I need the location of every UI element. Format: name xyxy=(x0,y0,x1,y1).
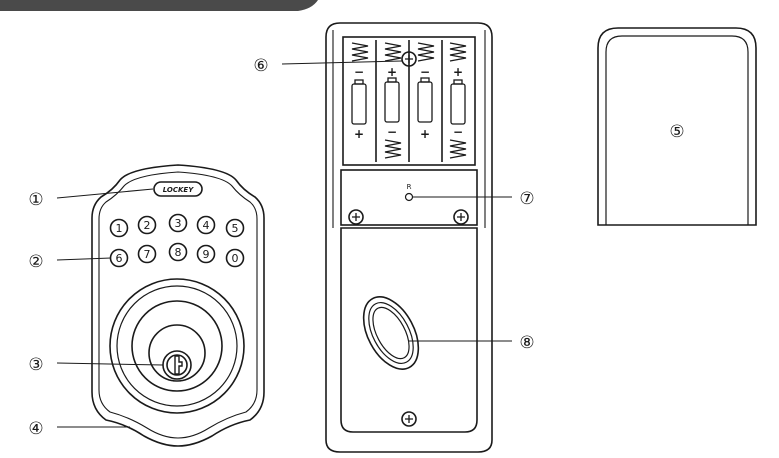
polarity-plus: + xyxy=(354,127,364,141)
key-7[interactable]: 7 xyxy=(144,248,151,261)
cylinder-ring-inner xyxy=(131,300,223,392)
spring-icon xyxy=(417,42,435,62)
key-circle[interactable] xyxy=(168,242,188,262)
batteries xyxy=(351,77,466,125)
battery-cover-screw xyxy=(401,51,417,67)
key-circle[interactable] xyxy=(137,244,157,264)
key-4[interactable]: 4 xyxy=(203,219,210,232)
springs-top xyxy=(351,42,467,62)
key-circle[interactable] xyxy=(137,215,157,235)
keyway-icon xyxy=(174,355,183,375)
callout-line-6 xyxy=(281,60,403,65)
polarity-plus: + xyxy=(453,65,463,79)
key-3[interactable]: 3 xyxy=(175,217,182,230)
key-circle[interactable] xyxy=(225,248,245,268)
key-8[interactable]: 8 xyxy=(175,246,182,259)
mounting-screw-left xyxy=(348,209,364,225)
springs-bottom xyxy=(384,139,467,159)
key-6[interactable]: 6 xyxy=(116,252,123,265)
polarity-minus: − xyxy=(354,65,364,79)
battery xyxy=(384,81,400,123)
battery-cap xyxy=(420,77,430,83)
spring-icon xyxy=(351,42,369,62)
front-panel: LOCKEY 1 2 3 4 5 6 7 8 9 0 xyxy=(91,164,265,447)
top-banner xyxy=(0,0,318,11)
polarity-plus: + xyxy=(420,127,430,141)
callout-line-2 xyxy=(56,257,112,261)
key-5[interactable]: 5 xyxy=(232,222,239,235)
polarity-minus: − xyxy=(387,125,397,139)
keypad-row-2: 6 7 8 9 0 xyxy=(109,242,245,268)
polarity-minus: − xyxy=(420,65,430,79)
callout-leaders xyxy=(56,60,512,428)
screw-cross-icon xyxy=(352,213,360,221)
front-panel-inner-outline xyxy=(98,171,258,439)
battery xyxy=(417,81,433,123)
battery xyxy=(351,83,367,125)
callout-line-1 xyxy=(56,188,154,199)
callout-line-3 xyxy=(56,362,164,366)
logo-text: LOCKEY xyxy=(163,186,195,194)
key-circle[interactable] xyxy=(196,244,216,264)
cylinder-ring-middle xyxy=(116,285,238,407)
front-panel-outline xyxy=(91,164,265,447)
cylinder-ring-outer xyxy=(109,278,245,414)
mounting-screw-right xyxy=(453,209,469,225)
battery-compartment xyxy=(342,36,476,166)
battery-cover-inner-outline xyxy=(605,35,749,225)
thumb-turn[interactable] xyxy=(352,288,429,378)
thumb-turn-middle xyxy=(368,302,414,364)
callout-4: ④ xyxy=(28,419,43,439)
battery-cap xyxy=(453,79,463,85)
polarity-plus: + xyxy=(387,65,397,79)
screw-cross-icon xyxy=(405,415,413,423)
callout-1: ① xyxy=(28,190,43,210)
callout-6: ⑥ xyxy=(253,56,268,76)
battery xyxy=(450,83,466,125)
lower-plate xyxy=(340,227,478,433)
keypad-row-1: 1 2 3 4 5 xyxy=(109,213,245,238)
callout-5: ⑤ xyxy=(669,122,684,142)
key-circle[interactable] xyxy=(109,218,129,238)
callout-3: ③ xyxy=(28,355,43,375)
battery-cover xyxy=(597,27,757,226)
back-panel: − + + − − + + − R xyxy=(325,22,493,453)
callout-2: ② xyxy=(28,252,43,272)
spring-icon xyxy=(384,42,402,62)
cylinder-face xyxy=(148,324,206,382)
screw-cross-icon xyxy=(457,213,465,221)
key-0[interactable]: 0 xyxy=(232,252,239,265)
battery-cover-outline xyxy=(597,27,757,226)
spring-icon xyxy=(449,42,467,62)
reset-button[interactable] xyxy=(404,192,414,202)
key-circle[interactable] xyxy=(196,215,216,235)
battery-cap xyxy=(354,79,364,85)
reset-label: R xyxy=(407,183,412,191)
key-1[interactable]: 1 xyxy=(116,222,123,235)
thumb-turn-outer xyxy=(362,296,420,370)
spring-icon xyxy=(449,139,467,159)
logo-badge xyxy=(153,181,203,197)
key-9[interactable]: 9 xyxy=(203,248,210,261)
callout-8: ⑧ xyxy=(519,333,534,353)
polarity-minus: − xyxy=(453,125,463,139)
key-circle[interactable] xyxy=(168,213,188,233)
callout-7: ⑦ xyxy=(519,189,534,209)
key-circle[interactable] xyxy=(225,218,245,238)
bottom-screw xyxy=(401,411,417,427)
spring-icon xyxy=(384,139,402,159)
thumb-turn-inner xyxy=(372,306,410,360)
screw-cross-icon xyxy=(405,55,413,63)
key-2[interactable]: 2 xyxy=(144,219,151,232)
battery-cap xyxy=(387,77,397,83)
key-plug-inner xyxy=(166,354,188,376)
back-panel-outline xyxy=(325,22,493,453)
